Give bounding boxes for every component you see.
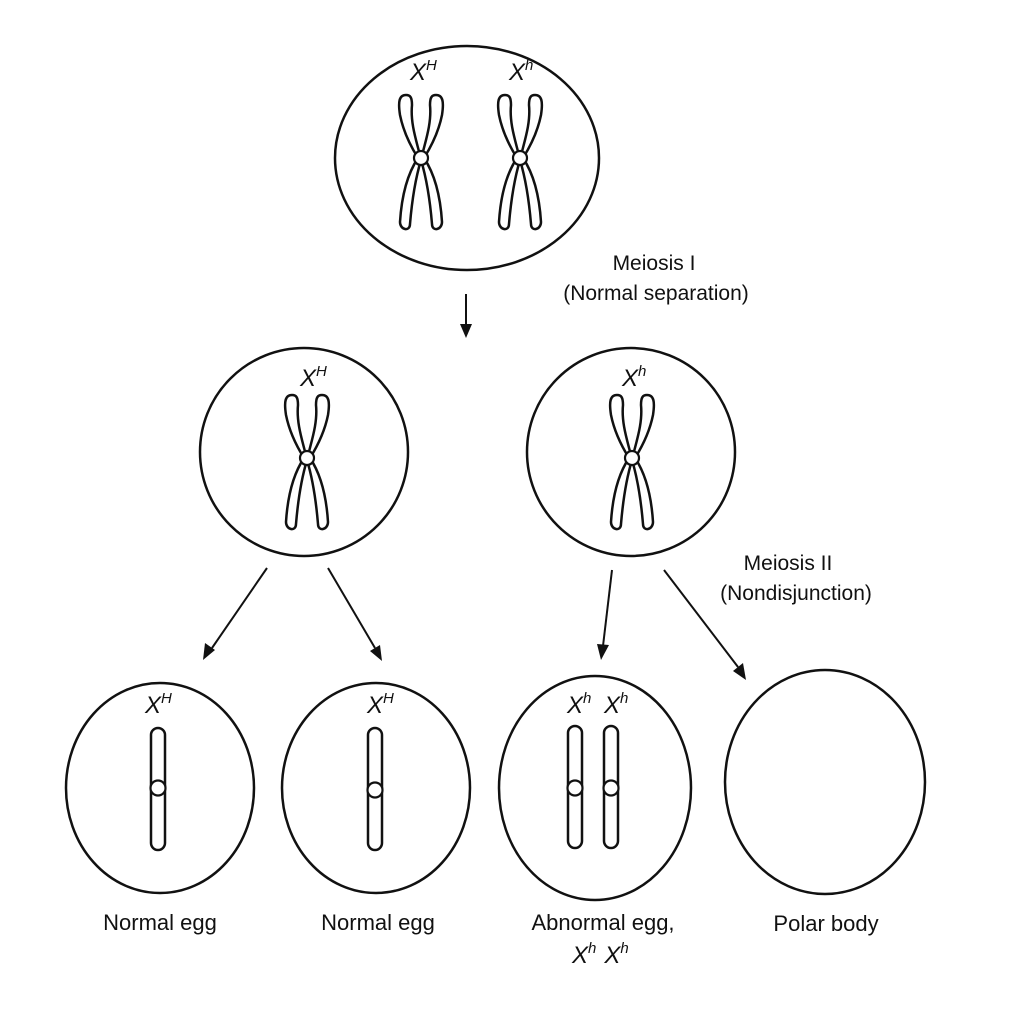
chromatid bbox=[630, 393, 656, 531]
meiosis-one-note: (Normal separation) bbox=[563, 282, 749, 305]
meiosis-one-arrow bbox=[460, 294, 472, 338]
chromatid bbox=[496, 93, 522, 231]
egg-cell-1: XH bbox=[64, 681, 256, 895]
parent-cell: XH Xh bbox=[333, 44, 601, 272]
chromatid bbox=[397, 93, 423, 231]
parent-right-chromosome bbox=[496, 93, 544, 231]
egg-cell-2: XH bbox=[280, 681, 472, 895]
egg-2-chromosome bbox=[366, 726, 384, 852]
egg-1-allele-label: XH bbox=[144, 690, 172, 719]
polar-body-cell bbox=[723, 668, 927, 896]
meiosis-one-title: Meiosis I bbox=[613, 252, 696, 275]
parent-right-allele-label: Xh bbox=[508, 57, 533, 86]
polar-body-caption: Polar body bbox=[773, 911, 878, 936]
centromere bbox=[298, 449, 316, 467]
secondary-left-allele-label: XH bbox=[299, 363, 327, 392]
secondary-left-chromosome bbox=[283, 393, 331, 531]
egg-1-chromosome bbox=[149, 726, 167, 852]
arrow-to-egg-1 bbox=[203, 567, 268, 660]
abnormal-egg-cell: Xh Xh bbox=[497, 674, 693, 902]
arrow-to-abnormal-egg bbox=[597, 569, 613, 660]
secondary-cell-left: XH bbox=[198, 346, 410, 558]
chromatid bbox=[305, 393, 331, 531]
centromere bbox=[366, 781, 384, 799]
chromatid bbox=[419, 93, 445, 231]
parent-cell-membrane bbox=[333, 44, 601, 272]
abnormal-egg-membrane bbox=[497, 674, 693, 902]
centromere bbox=[412, 149, 430, 167]
centromere bbox=[149, 779, 167, 797]
centromere bbox=[623, 449, 641, 467]
abnormal-egg-chromosome-right bbox=[602, 724, 620, 850]
egg-2-allele-label: XH bbox=[366, 690, 394, 719]
chromatid bbox=[518, 93, 544, 231]
centromere bbox=[511, 149, 529, 167]
polar-body-membrane bbox=[723, 668, 927, 896]
secondary-cell-right: Xh bbox=[525, 346, 737, 558]
parent-left-chromosome bbox=[397, 93, 445, 231]
secondary-right-chromosome bbox=[608, 393, 656, 531]
secondary-right-allele-label: Xh bbox=[621, 363, 646, 392]
parent-left-allele-label: XH bbox=[409, 57, 437, 86]
egg-2-caption: Normal egg bbox=[321, 910, 435, 935]
chromatid bbox=[608, 393, 634, 531]
abnormal-egg-chromosome-left bbox=[566, 724, 584, 850]
abnormal-egg-allele-right-label: Xh bbox=[603, 690, 628, 719]
chromatid bbox=[283, 393, 309, 531]
meiosis-two-note: (Nondisjunction) bbox=[720, 582, 872, 605]
egg-1-caption: Normal egg bbox=[103, 910, 217, 935]
meiosis-two-title: Meiosis II bbox=[744, 552, 833, 575]
arrow-to-egg-2 bbox=[327, 567, 382, 661]
centromere bbox=[566, 779, 584, 797]
centromere bbox=[602, 779, 620, 797]
abnormal-egg-allele-left-label: Xh bbox=[566, 690, 591, 719]
abnormal-egg-caption: Abnormal egg, bbox=[531, 910, 674, 935]
arrow-to-polar-body bbox=[663, 569, 746, 680]
